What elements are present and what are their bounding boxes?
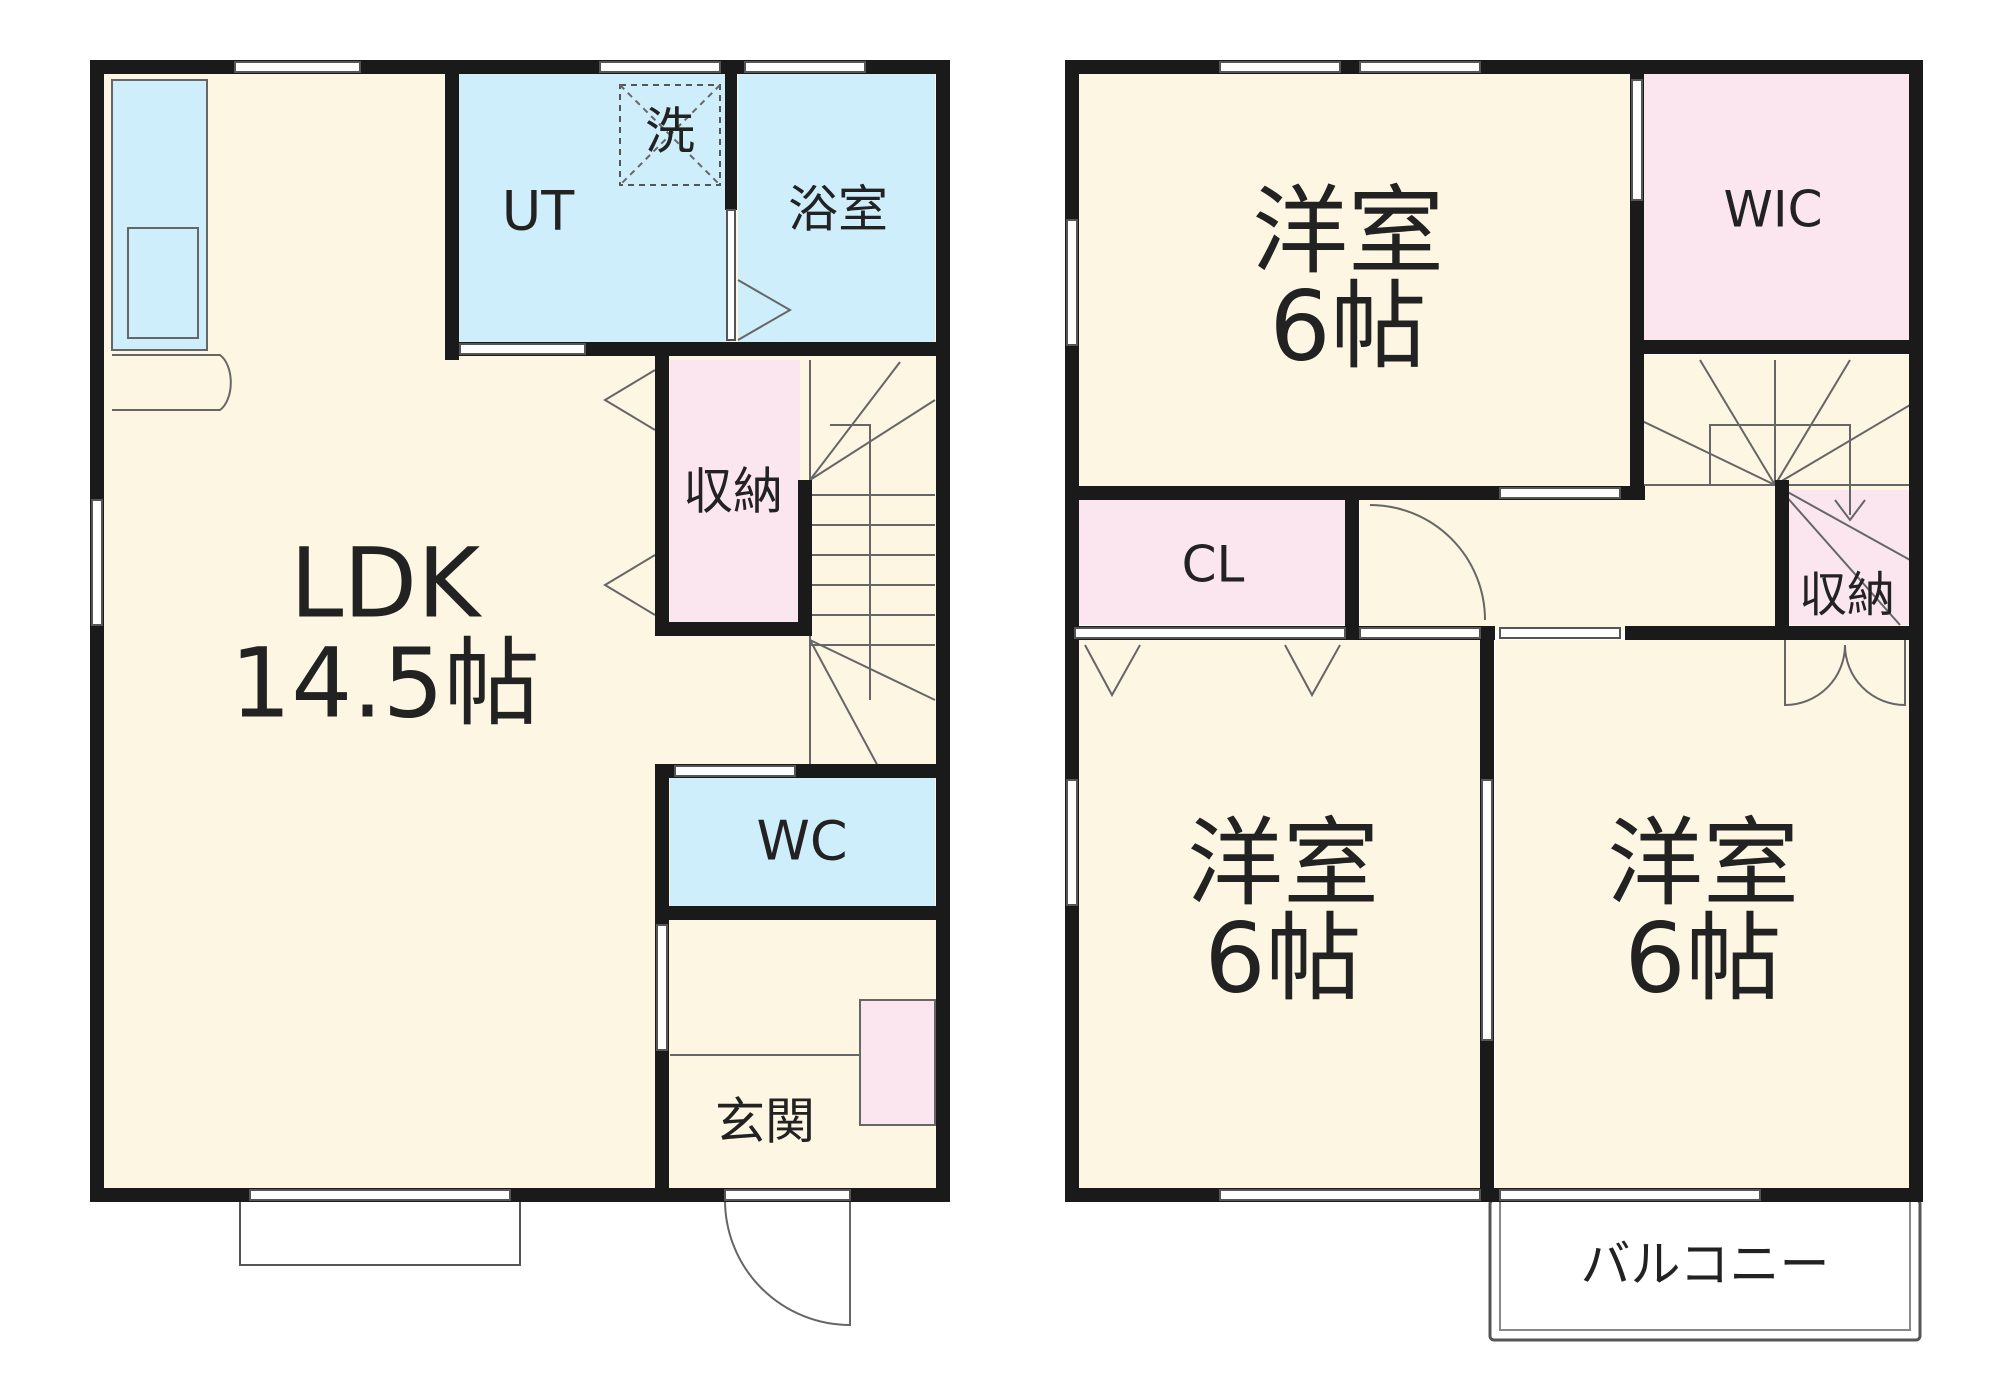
cl-label: CL: [1182, 536, 1245, 594]
washer-label: 洗: [645, 103, 695, 161]
room-c-floor: [1495, 640, 1910, 1190]
entrance-door: [724, 1199, 851, 1327]
wic-floor: [1640, 70, 1910, 345]
storage2-floor: [1785, 490, 1910, 625]
entrance-label: 玄関: [715, 1093, 815, 1151]
cl-floor: [1075, 500, 1345, 625]
wic-label: WIC: [1723, 181, 1822, 239]
room-b-label: 洋室: [1187, 807, 1379, 919]
floor-1: LDK 14.5帖 UT 洗 浴室 収納 WC 玄関: [90, 60, 950, 1327]
shoebox: [859, 999, 936, 1126]
storage-floor: [670, 360, 800, 630]
bath-label: 浴室: [788, 181, 888, 239]
ldk-size: 14.5帖: [230, 627, 540, 739]
kitchen-sink: [127, 227, 199, 339]
wc-label: WC: [756, 810, 847, 873]
ut-floor: [455, 70, 730, 345]
kitchen-peninsula: [112, 354, 232, 411]
washer-box: [619, 84, 721, 186]
storage2-label: 収納: [1799, 567, 1895, 623]
room-b-size: 6帖: [1204, 902, 1361, 1014]
wc-floor: [670, 778, 935, 908]
ldk-label: LDK: [290, 527, 482, 639]
room-c-label: 洋室: [1607, 807, 1799, 919]
ut-label: UT: [502, 180, 576, 243]
room-b-floor: [1075, 640, 1485, 1190]
room-a-size: 6帖: [1269, 270, 1426, 382]
room-c-size: 6帖: [1624, 902, 1781, 1014]
bay-window: [239, 1194, 521, 1266]
storage-label: 収納: [683, 463, 783, 521]
floor-2: 洋室 6帖 WIC CL 収納 洋室 6帖 洋室 6帖 バルコニー: [1065, 60, 1923, 1342]
room-a-label: 洋室: [1252, 175, 1444, 287]
balcony-label: バルコニー: [1581, 1236, 1830, 1294]
